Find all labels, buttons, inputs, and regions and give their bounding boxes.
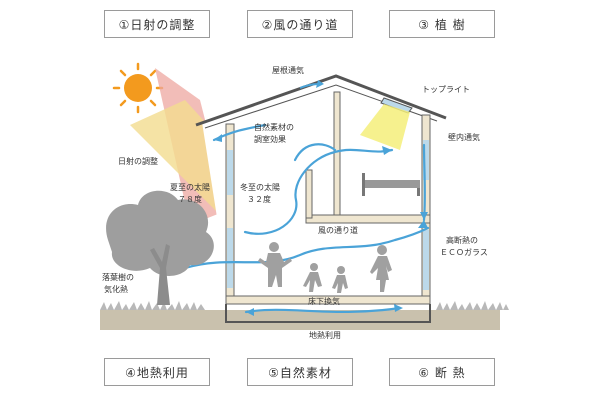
ground	[100, 310, 500, 330]
child-icon-2	[332, 266, 348, 293]
label-roof-vent: 屋根通気	[272, 65, 304, 75]
label-insulation-1: 高断熱の	[446, 235, 478, 245]
loft-rail	[305, 169, 313, 219]
adult-man-icon	[258, 242, 292, 287]
right-window-upper	[423, 140, 429, 180]
grass-right	[436, 301, 509, 310]
floor-slab	[225, 295, 431, 305]
child-icon-1	[303, 263, 322, 292]
house-roof	[195, 74, 447, 127]
bed-icon	[362, 173, 420, 196]
sun-icon	[112, 62, 164, 114]
label-wind-path: 風の通り道	[318, 225, 358, 235]
wind-flow-loft	[293, 143, 337, 162]
roof-vent-arrow	[299, 83, 323, 89]
label-summer-sun-1: 夏至の太陽	[170, 182, 210, 192]
label-summer-sun-2: ７８度	[178, 194, 202, 204]
label-winter-sun-2: ３２度	[247, 194, 271, 204]
left-window-upper	[227, 150, 233, 195]
wind-arrowheads	[214, 80, 428, 316]
tag-geothermal[interactable]: ④地熱利用	[104, 358, 210, 386]
label-toplight: トップライト	[422, 85, 470, 94]
right-window-lower	[423, 230, 429, 290]
toplight-beam	[360, 104, 410, 150]
adult-woman-icon	[370, 245, 392, 292]
label-tree-1: 落葉樹の	[102, 272, 134, 282]
center-post	[333, 91, 341, 221]
wind-flows	[183, 123, 430, 314]
foundation	[225, 304, 431, 323]
label-wall-vent: 壁内通気	[448, 132, 480, 142]
wind-flow-wall	[422, 143, 426, 222]
label-natural-material-2: 調室効果	[254, 134, 286, 144]
people-icons	[258, 242, 392, 293]
deciduous-tree-icon	[106, 190, 214, 305]
label-winter-sun-1: 冬至の太陽	[240, 182, 280, 192]
tag-sun-control[interactable]: ①日射の調整	[104, 10, 210, 38]
label-floor-vent: 床下換気	[308, 296, 340, 306]
label-tree-2: 気化熱	[104, 284, 128, 294]
wind-flow-lower	[183, 226, 430, 270]
tag-insulation[interactable]: ⑥ 断 熱	[389, 358, 495, 386]
label-sun-control: 日射の調整	[118, 156, 158, 166]
tag-natural-material[interactable]: ⑤自然素材	[247, 358, 353, 386]
left-window-lower	[227, 228, 233, 288]
label-insulation-2: ＥＣＯガラス	[440, 247, 488, 257]
wind-flow-mid	[243, 148, 394, 235]
tag-wind-path[interactable]: ②風の通り道	[247, 10, 353, 38]
label-natural-material-1: 自然素材の	[254, 122, 294, 132]
label-geothermal: 地熱利用	[309, 330, 341, 340]
wind-flow-underfloor	[244, 306, 402, 314]
tag-planting[interactable]: ③ 植 樹	[389, 10, 495, 38]
grass	[100, 301, 205, 310]
loft-floor	[305, 214, 431, 224]
